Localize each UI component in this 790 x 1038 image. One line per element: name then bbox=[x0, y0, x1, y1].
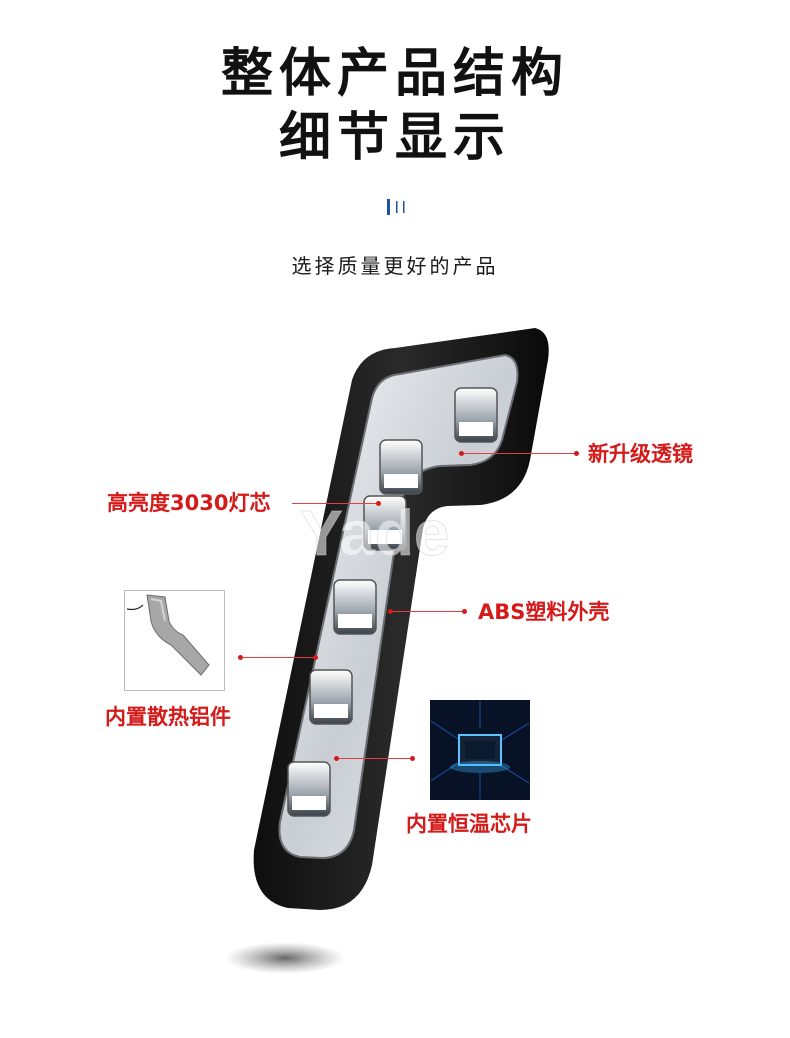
led-chip-pointer-dot bbox=[376, 501, 381, 506]
shell-pointer-dot bbox=[388, 609, 393, 614]
thermostat-chip-inset bbox=[430, 700, 530, 800]
shell-end-dot bbox=[462, 609, 467, 614]
product-shadow bbox=[225, 942, 345, 974]
thermostat-pointer-dot bbox=[334, 756, 339, 761]
callout-thermostat: 内置恒温芯片 bbox=[406, 812, 532, 836]
page-subtitle: 选择质量更好的产品 bbox=[291, 254, 499, 278]
page-title-line1: 整体产品结构 bbox=[220, 44, 569, 104]
chip-icon bbox=[431, 701, 529, 799]
heatsink-left-dot bbox=[238, 655, 243, 660]
callout-heatsink: 内置散热铝件 bbox=[105, 705, 231, 729]
lens-end-dot bbox=[574, 451, 579, 456]
led-module bbox=[287, 761, 331, 817]
thermostat-end-dot bbox=[410, 756, 415, 761]
lens-pointer-dot bbox=[459, 451, 464, 456]
led-chip-leader-line bbox=[292, 503, 376, 504]
lens-leader-line bbox=[464, 453, 576, 454]
divider-mark-icon bbox=[387, 199, 405, 215]
thermostat-leader-line bbox=[339, 758, 411, 759]
callout-led-chip: 高亮度3030灯芯 bbox=[107, 491, 271, 515]
led-module bbox=[363, 495, 407, 551]
watermark-text: Yade bbox=[300, 497, 449, 569]
page-title-line2: 细节显示 bbox=[278, 108, 511, 168]
led-module bbox=[309, 669, 353, 725]
heatsink-leader-line bbox=[243, 657, 313, 658]
callout-shell: ABS塑料外壳 bbox=[478, 600, 610, 624]
product-illustration: Yade bbox=[225, 328, 549, 974]
led-module bbox=[454, 387, 498, 443]
callout-lens: 新升级透镜 bbox=[588, 442, 693, 466]
heatsink-icon bbox=[126, 594, 210, 676]
heatsink-inset bbox=[124, 590, 225, 691]
lens-window bbox=[278, 353, 519, 860]
led-array bbox=[287, 387, 498, 817]
led-module bbox=[379, 439, 423, 495]
shell-leader-line bbox=[393, 611, 463, 612]
heatsink-pointer-dot bbox=[313, 655, 318, 660]
led-module bbox=[333, 579, 377, 635]
